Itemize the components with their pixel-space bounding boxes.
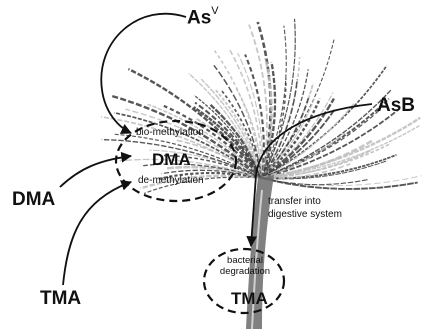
transfer-line2: digestive system xyxy=(268,209,342,222)
tma-left-label: TMA xyxy=(40,289,81,308)
arrow-tma-to-demethylation xyxy=(63,182,131,285)
bacterial-degradation-label: bacterial degradation xyxy=(213,256,277,278)
gill-filament xyxy=(262,178,418,189)
asv-label: AsV xyxy=(187,8,219,27)
degradation-line: degradation xyxy=(213,267,277,278)
asv-superscript: V xyxy=(211,5,218,17)
asv-text: As xyxy=(187,7,211,28)
transfer-label: transfer into digestive system xyxy=(268,196,342,221)
arrow-asv-to-dma xyxy=(101,14,186,133)
dma-left-label: DMA xyxy=(12,190,55,209)
tma-bottom-label: TMA xyxy=(231,290,268,307)
demethylation-label: de-methylation xyxy=(138,176,204,186)
biomethylation-label: bio-methylation xyxy=(136,128,204,138)
asb-label: AsB xyxy=(377,96,415,115)
dma-center-label: DMA xyxy=(152,151,191,168)
transfer-line1: transfer into xyxy=(268,196,342,209)
gill-plume-illustration xyxy=(101,19,421,194)
gill-filament xyxy=(262,66,387,178)
